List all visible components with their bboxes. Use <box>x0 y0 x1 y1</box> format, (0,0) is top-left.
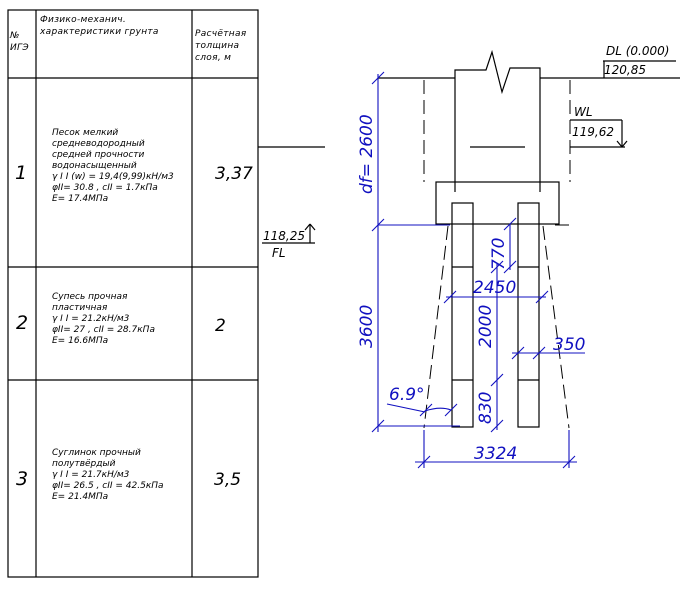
structure-lines <box>258 49 680 428</box>
dim-2000: 2000 <box>476 304 496 348</box>
dim-2450: 2450 <box>473 278 517 298</box>
dl-value: 120,85 <box>604 63 646 77</box>
layer-3-number: 3 <box>16 468 29 490</box>
header-ige-number: № ИГЭ <box>10 31 29 53</box>
layer-2-number: 2 <box>16 312 29 334</box>
fl-label: FL <box>272 246 286 260</box>
wl-label: WL <box>574 105 593 119</box>
header-soil-properties: Физико-механич. характеристики грунта <box>40 15 159 37</box>
dl-label: DL (0.000) <box>606 44 670 58</box>
layer-1-thickness: 3,37 <box>215 164 253 184</box>
dimension-lines <box>371 71 585 469</box>
layer-1-properties: Песок мелкий средневодородный средней пр… <box>52 128 174 204</box>
layer-2-thickness: 2 <box>215 316 226 336</box>
dashed-lines <box>378 80 571 429</box>
header-layer-thickness: Расчётная толщина слоя, м <box>195 29 247 63</box>
dim-df: df= 2600 <box>357 114 377 194</box>
dim-3600: 3600 <box>357 304 377 348</box>
dim-angle: 6.9° <box>389 385 425 405</box>
dim-830: 830 <box>476 391 496 424</box>
fl-value: 118,25 <box>263 229 305 243</box>
layer-3-properties: Суглинок прочный полутвёрдый γ I I = 21.… <box>52 448 164 502</box>
dim-350: 350 <box>553 335 586 355</box>
dim-770: 770 <box>489 237 509 270</box>
layer-2-properties: Супесь прочная пластичная γ I I = 21.2кН… <box>52 292 155 346</box>
layer-1-number: 1 <box>15 162 28 184</box>
dim-3324: 3324 <box>474 444 518 464</box>
layer-3-thickness: 3,5 <box>214 470 242 490</box>
wl-value: 119,62 <box>572 125 614 139</box>
